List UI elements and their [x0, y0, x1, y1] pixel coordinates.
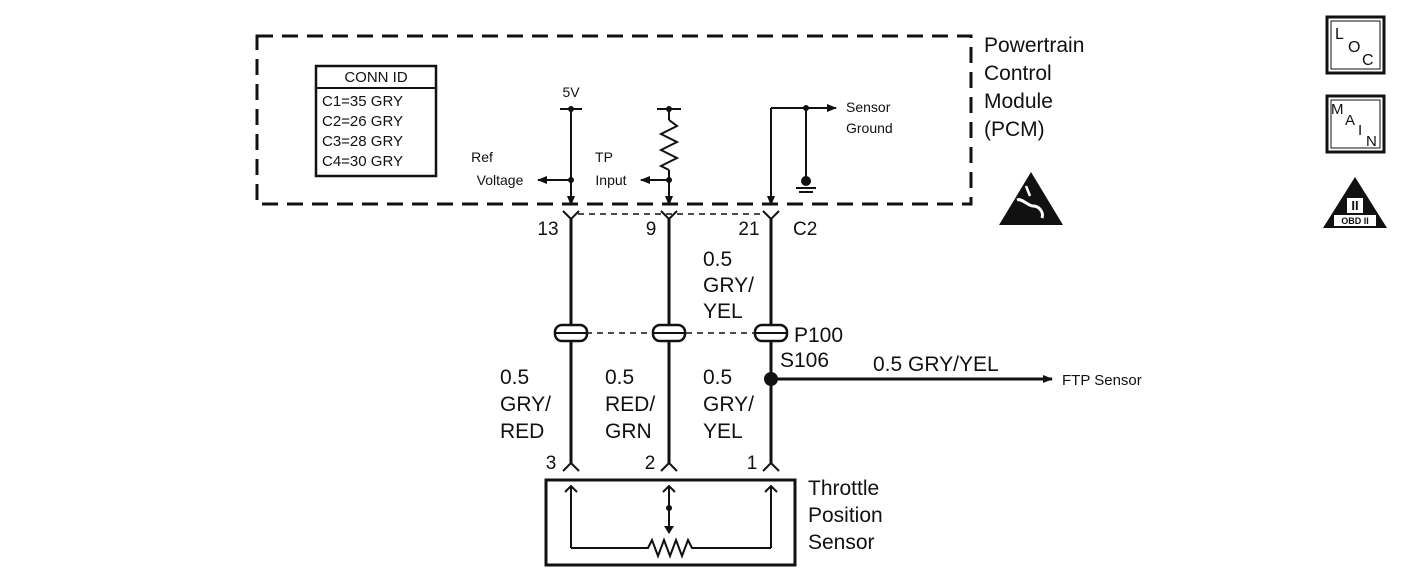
lower-ground-wire-label: 0.5 GRY/ YEL — [703, 366, 754, 443]
main-letter: N — [1366, 133, 1377, 150]
conn-id-row: C3=28 GRY — [322, 133, 403, 150]
obd-ii-icon: II OBD II — [1323, 177, 1387, 228]
pin-9-label: 9 — [646, 219, 657, 240]
tp-input-label-2: Input — [595, 172, 626, 188]
conn-id-header: CONN ID — [344, 69, 408, 86]
wire-color: RED/ — [605, 393, 655, 416]
main-letter: A — [1345, 112, 1355, 129]
throttle-position-sensor: Throttle Position Sensor — [544, 477, 883, 567]
s106-label: S106 — [780, 349, 829, 372]
pcm-outline — [255, 34, 973, 206]
sensor-ground-label-2: Ground — [846, 120, 893, 136]
conn-id-row: C4=30 GRY — [322, 153, 403, 170]
tps-pin-2-label: 2 — [645, 453, 656, 474]
ref-voltage-circuit: 5V Ref Voltage — [471, 84, 582, 206]
pcm-title-line2: Control — [984, 62, 1052, 85]
resistor-icon — [658, 119, 680, 171]
tp-input-circuit: TP Input — [595, 106, 681, 206]
sensor-ground-label-1: Sensor — [846, 99, 891, 115]
wire-color: GRY/ — [500, 393, 551, 416]
ftp-sensor-label: FTP Sensor — [1062, 372, 1142, 389]
wire-gauge: 0.5 — [703, 248, 732, 271]
wire-color: RED — [500, 420, 544, 443]
ground-icon — [796, 176, 816, 193]
inline-connector-p100: P100 — [553, 323, 843, 347]
loc-letter: O — [1348, 39, 1360, 56]
splice-s106: S106 0.5 GRY/YEL FTP Sensor — [764, 349, 1142, 389]
upper-ground-wire-label: 0.5 GRY/ YEL — [703, 248, 754, 323]
wire-gauge: 0.5 — [500, 366, 529, 389]
loc-icon: L O C — [1325, 15, 1386, 75]
wire-gauge: 0.5 — [605, 366, 634, 389]
wire-color: YEL — [703, 300, 743, 323]
wire-color: GRN — [605, 420, 652, 443]
loc-letter: L — [1335, 26, 1344, 43]
main-icon: M A I N — [1325, 94, 1386, 154]
main-letter: M — [1331, 101, 1344, 118]
tps-pin-3-label: 3 — [546, 453, 557, 474]
supply-5v-label: 5V — [562, 84, 580, 100]
obd-roman: II — [1351, 198, 1358, 213]
signal-wire-label: 0.5 RED/ GRN — [605, 366, 655, 443]
pcm-title-line4: (PCM) — [984, 118, 1045, 141]
tps-connector: 3 2 1 — [546, 453, 780, 474]
pin-21-label: 21 — [738, 219, 759, 240]
conn-id-row: C2=26 GRY — [322, 113, 403, 130]
pcm-title-line3: Module — [984, 90, 1053, 113]
tps-title-line1: Throttle — [808, 477, 879, 500]
connector-c2-label: C2 — [793, 219, 817, 240]
pcm-title: Powertrain Control Module (PCM) — [984, 34, 1084, 141]
esd-warning-icon — [999, 172, 1063, 225]
conn-id-row: C1=35 GRY — [322, 93, 403, 110]
branch-wire-label: 0.5 GRY/YEL — [873, 353, 999, 376]
ref-voltage-label-1: Ref — [471, 149, 493, 165]
tps-title-line2: Position — [808, 504, 883, 527]
ref-voltage-label-2: Voltage — [477, 172, 524, 188]
wire-color: YEL — [703, 420, 743, 443]
ref-wire-label: 0.5 GRY/ RED — [500, 366, 551, 443]
wire-color: GRY/ — [703, 393, 754, 416]
tps-pin-1-label: 1 — [747, 453, 758, 474]
pin-13-label: 13 — [537, 219, 558, 240]
main-letter: I — [1358, 122, 1362, 139]
obd-label: OBD II — [1341, 216, 1369, 226]
potentiometer-icon — [571, 537, 771, 559]
conn-id-table: CONN ID C1=35 GRY C2=26 GRY C3=28 GRY C4… — [314, 64, 438, 178]
tp-input-label-1: TP — [595, 149, 613, 165]
pcm-title-line1: Powertrain — [984, 34, 1084, 57]
wire-gauge: 0.5 — [703, 366, 732, 389]
tps-title-line3: Sensor — [808, 531, 875, 554]
sensor-ground-circuit: Sensor Ground — [767, 99, 893, 206]
loc-letter: C — [1362, 52, 1374, 69]
p100-label: P100 — [794, 324, 843, 347]
wire-color: GRY/ — [703, 274, 754, 297]
pcm-connector-c2: 13 9 21 C2 — [537, 210, 817, 240]
